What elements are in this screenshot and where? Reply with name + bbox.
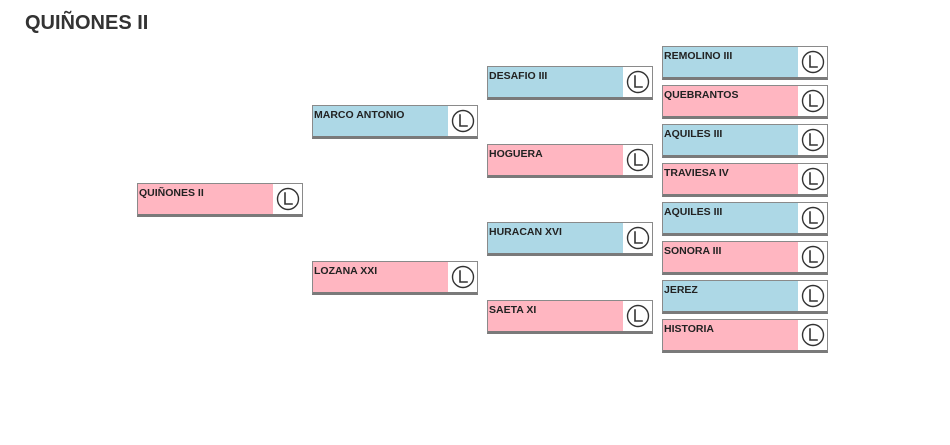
circle-L-icon[interactable] — [798, 164, 827, 194]
circle-L-icon[interactable] — [798, 281, 827, 311]
circle-L-icon[interactable] — [623, 301, 652, 331]
animal-name: SAETA XI — [489, 304, 537, 316]
circle-L-icon[interactable] — [623, 67, 652, 97]
circle-L-icon[interactable] — [448, 106, 477, 136]
pedigree-node-marco-antonio[interactable]: MARCO ANTONIO — [312, 105, 478, 139]
animal-name: TRAVIESA IV — [664, 167, 729, 179]
pedigree-node-quebrantos[interactable]: QUEBRANTOS — [662, 85, 828, 119]
circle-L-icon[interactable] — [448, 262, 477, 292]
animal-name: QUIÑONES II — [139, 187, 204, 199]
animal-name: LOZANA XXI — [314, 265, 378, 277]
pedigree-node-jerez[interactable]: JEREZ — [662, 280, 828, 314]
circle-L-icon[interactable] — [798, 47, 827, 77]
animal-name: SONORA III — [664, 245, 722, 257]
pedigree-node-aquiles-iii[interactable]: AQUILES III — [662, 124, 828, 158]
animal-name: HURACAN XVI — [489, 226, 562, 238]
pedigree-node-hoguera[interactable]: HOGUERA — [487, 144, 653, 178]
pedigree-node-desafio-iii[interactable]: DESAFIO III — [487, 66, 653, 100]
pedigree-node-quiñones-ii[interactable]: QUIÑONES II — [137, 183, 303, 217]
animal-name: HOGUERA — [489, 148, 543, 160]
animal-name: HISTORIA — [664, 323, 714, 335]
circle-L-icon[interactable] — [798, 86, 827, 116]
pedigree-node-traviesa-iv[interactable]: TRAVIESA IV — [662, 163, 828, 197]
pedigree-node-historia[interactable]: HISTORIA — [662, 319, 828, 353]
circle-L-icon[interactable] — [798, 242, 827, 272]
animal-name: REMOLINO III — [664, 50, 733, 62]
animal-name: QUEBRANTOS — [664, 89, 739, 101]
circle-L-icon[interactable] — [623, 145, 652, 175]
pedigree-node-lozana-xxi[interactable]: LOZANA XXI — [312, 261, 478, 295]
circle-L-icon[interactable] — [623, 223, 652, 253]
pedigree-node-huracan-xvi[interactable]: HURACAN XVI — [487, 222, 653, 256]
circle-L-icon[interactable] — [798, 203, 827, 233]
pedigree-node-remolino-iii[interactable]: REMOLINO III — [662, 46, 828, 80]
animal-name: AQUILES III — [664, 128, 723, 140]
animal-name: MARCO ANTONIO — [314, 109, 405, 121]
circle-L-icon[interactable] — [273, 184, 302, 214]
pedigree-node-sonora-iii[interactable]: SONORA III — [662, 241, 828, 275]
animal-name: DESAFIO III — [489, 70, 548, 82]
page-title: QUIÑONES II — [25, 12, 149, 34]
pedigree-node-aquiles-iii[interactable]: AQUILES III — [662, 202, 828, 236]
circle-L-icon[interactable] — [798, 320, 827, 350]
animal-name: AQUILES III — [664, 206, 723, 218]
animal-name: JEREZ — [664, 284, 698, 296]
pedigree-node-saeta-xi[interactable]: SAETA XI — [487, 300, 653, 334]
circle-L-icon[interactable] — [798, 125, 827, 155]
